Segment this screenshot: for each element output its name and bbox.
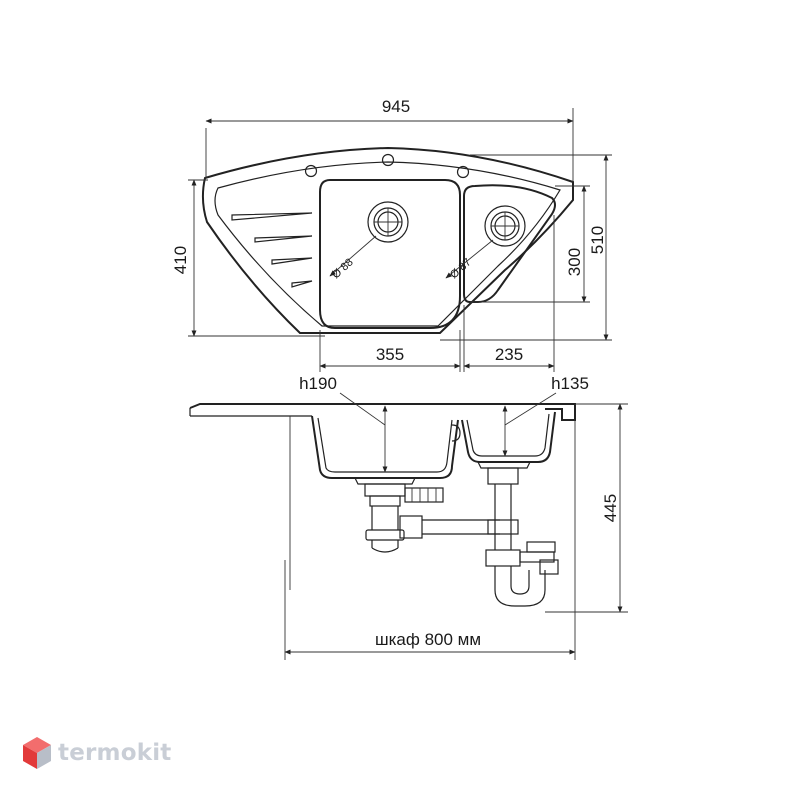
total-height-445-label: 445 [601, 494, 620, 522]
bowl2-width-235-label: 235 [495, 345, 523, 364]
termokit-logo: termokit [22, 736, 171, 770]
faucet-hole-left [304, 164, 318, 178]
drain-small [484, 205, 526, 247]
width-945-label: 945 [382, 97, 410, 116]
small-bowl [463, 184, 556, 303]
height-510-label: 510 [588, 226, 607, 254]
logo-text: termokit [58, 740, 172, 766]
bowl2-height-300-label: 300 [565, 248, 584, 276]
faucet-holes [304, 153, 470, 179]
bowl1-depth-label: h190 [299, 374, 337, 393]
cabinet-width-label: шкаф 800 мм [375, 630, 481, 649]
main-bowl [319, 179, 461, 329]
drainer-grooves [231, 212, 313, 288]
drain-assembly-small [477, 461, 559, 607]
faucet-hole-center [381, 153, 395, 167]
top-view: Ø 88 Ø 87 945 410 510 300 355 235 [171, 97, 612, 372]
sink-inner-rim [214, 161, 561, 327]
side-view: h190 h135 [189, 374, 628, 660]
logo-cube-icon [23, 737, 51, 769]
bowl2-depth-label: h135 [551, 374, 589, 393]
height-410-label: 410 [171, 246, 190, 274]
faucet-hole-right [456, 165, 470, 179]
drain-assembly-main [354, 477, 500, 553]
bowl1-width-355-label: 355 [376, 345, 404, 364]
drain-main [367, 201, 409, 243]
sink-outline [201, 146, 574, 334]
drain1-diameter-label: Ø 88 [330, 256, 356, 281]
